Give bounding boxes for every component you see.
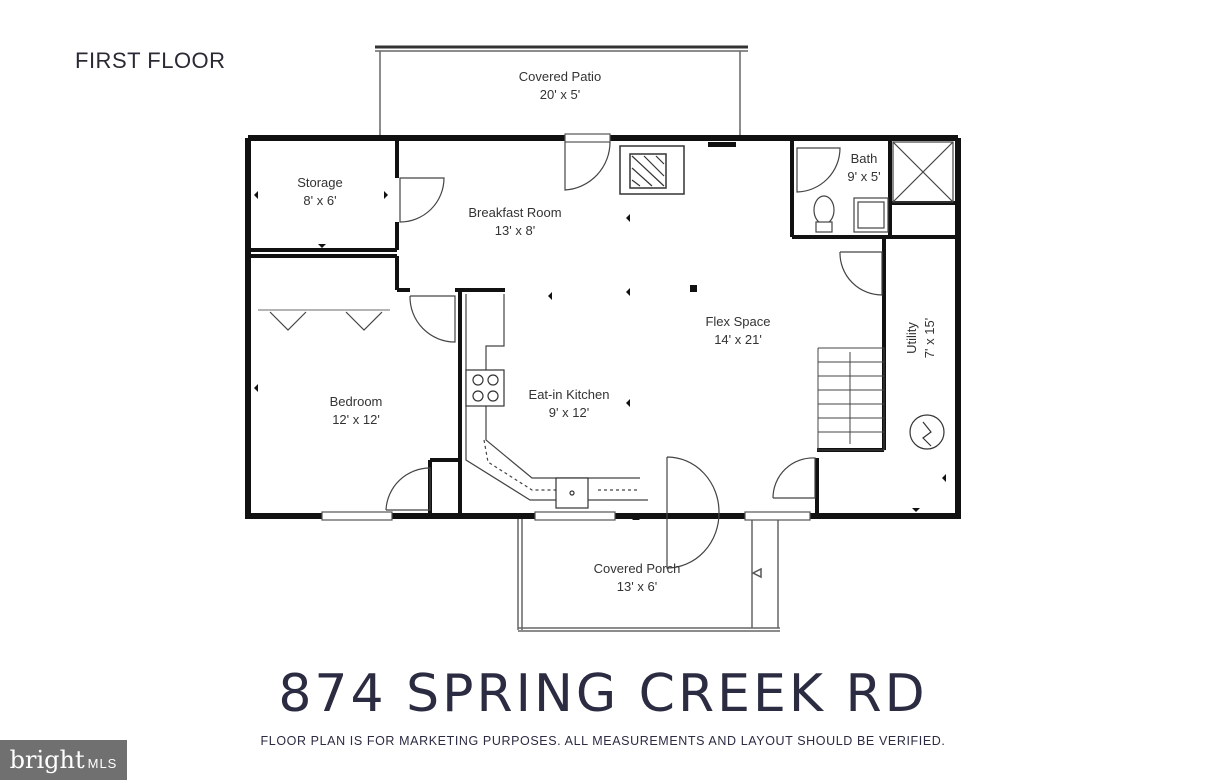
covered-porch-outline	[517, 516, 780, 632]
room-label-breakfast-room: Breakfast Room 13' x 8'	[468, 205, 561, 238]
windows	[321, 133, 811, 521]
bedroom-closet-doors	[258, 309, 390, 331]
svg-text:Eat-in Kitchen: Eat-in Kitchen	[529, 387, 610, 402]
svg-text:8' x 6': 8' x 6'	[303, 193, 336, 208]
watermark-suffix: MLS	[87, 755, 118, 771]
svg-text:Covered Patio: Covered Patio	[519, 69, 601, 84]
room-label-storage: Storage 8' x 6'	[297, 175, 343, 208]
doors	[385, 141, 883, 569]
svg-text:9' x 5': 9' x 5'	[847, 169, 880, 184]
bright-mls-watermark: bright MLS	[0, 740, 127, 780]
covered-patio-outline	[375, 45, 748, 136]
room-label-covered-patio: Covered Patio 20' x 5'	[519, 69, 601, 102]
kitchen-sink-icon	[555, 477, 589, 509]
floor-plan: Covered Patio 20' x 5' Storage 8' x 6' B…	[245, 45, 961, 632]
svg-text:12' x 12': 12' x 12'	[332, 412, 380, 427]
exterior-walls	[245, 135, 961, 519]
room-label-flex-space: Flex Space 14' x 21'	[705, 314, 770, 347]
svg-text:Flex Space: Flex Space	[705, 314, 770, 329]
toilet-icon	[813, 195, 835, 233]
svg-text:7' x 15': 7' x 15'	[922, 318, 937, 358]
room-label-bedroom: Bedroom 12' x 12'	[330, 394, 383, 427]
svg-text:13' x 6': 13' x 6'	[617, 579, 657, 594]
svg-text:13' x 8': 13' x 8'	[495, 223, 535, 238]
room-label-bath: Bath 9' x 5'	[847, 151, 880, 184]
room-label-utility: Utility 7' x 15'	[904, 318, 937, 358]
svg-text:Bath: Bath	[851, 151, 878, 166]
watermark-brand: bright	[9, 746, 85, 774]
water-heater-icon	[909, 414, 945, 450]
svg-text:Covered Porch: Covered Porch	[594, 561, 681, 576]
svg-text:Storage: Storage	[297, 175, 343, 190]
floor-label: FIRST FLOOR	[75, 48, 226, 73]
svg-text:9' x 12': 9' x 12'	[549, 405, 589, 420]
svg-text:Utility: Utility	[904, 322, 919, 354]
svg-text:Bedroom: Bedroom	[330, 394, 383, 409]
outlet-markers	[254, 142, 946, 520]
svg-text:Breakfast Room: Breakfast Room	[468, 205, 561, 220]
bath-sink-icon	[853, 197, 889, 233]
interior-walls	[248, 138, 958, 516]
stove-icon	[465, 369, 505, 407]
room-label-covered-porch: Covered Porch 13' x 6'	[594, 561, 681, 594]
svg-text:20' x 5': 20' x 5'	[540, 87, 580, 102]
disclaimer-text: FLOOR PLAN IS FOR MARKETING PURPOSES. AL…	[260, 734, 946, 748]
svg-text:14' x 21': 14' x 21'	[714, 332, 762, 347]
stairs	[817, 347, 885, 451]
shower-icon	[892, 141, 954, 203]
fireplace-icon	[619, 145, 685, 195]
property-address: 874 SPRING CREEK RD	[278, 664, 928, 724]
room-label-eat-in-kitchen: Eat-in Kitchen 9' x 12'	[529, 387, 610, 420]
